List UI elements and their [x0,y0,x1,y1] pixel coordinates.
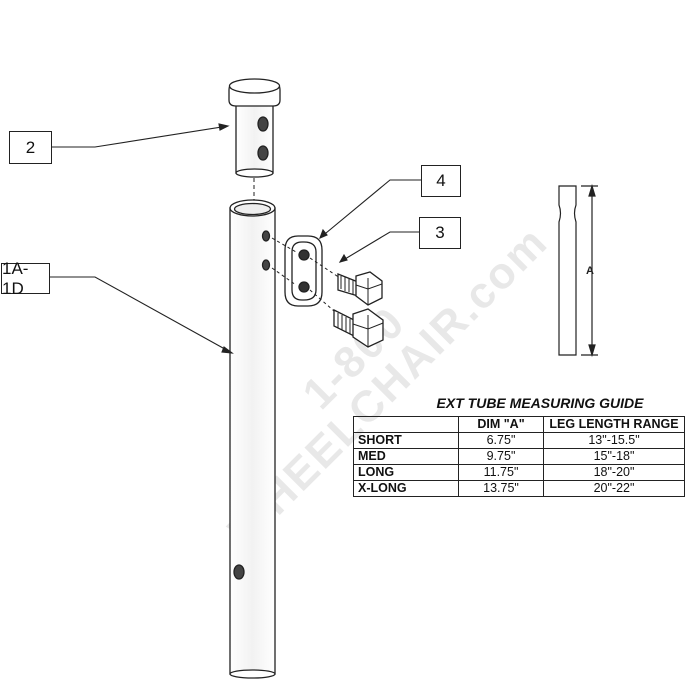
row-size: X-LONG [353,480,459,497]
row-size: LONG [353,464,459,481]
callout-pin: 2 [9,131,52,164]
row-range: 20"-22" [543,480,685,497]
table-header-row: DIM "A" LEG LENGTH RANGE [353,416,685,433]
callout-bracket: 4 [421,165,461,197]
row-size: SHORT [353,432,459,449]
row-range: 18"-20" [543,464,685,481]
header-blank [353,416,459,433]
bolt-upper [337,271,383,306]
row-dim: 6.75" [458,432,544,449]
bracket-plate [284,235,323,307]
table-row: SHORT 6.75" 13"-15.5" [353,432,685,449]
callout-tube: 1A-1D [1,259,50,298]
header-range: LEG LENGTH RANGE [543,416,685,433]
guide-title: EXT TUBE MEASURING GUIDE [436,395,644,411]
row-dim: 13.75" [458,480,544,497]
row-dim: 11.75" [458,464,544,481]
table-row: MED 9.75" 15"-18" [353,448,685,465]
bolt-lower [333,308,384,348]
measuring-guide-table: DIM "A" LEG LENGTH RANGE SHORT 6.75" 13"… [353,416,685,497]
extension-tube [229,199,276,679]
row-size: MED [353,448,459,465]
row-range: 15"-18" [543,448,685,465]
dimension-label: A [586,265,594,277]
table-row: X-LONG 13.75" 20"-22" [353,480,685,497]
pin-part [228,78,281,178]
table-row: LONG 11.75" 18"-20" [353,464,685,481]
row-range: 13"-15.5" [543,432,685,449]
leader-lines [50,123,422,354]
callout-bolt: 3 [419,217,461,249]
dimension-detail [558,183,598,358]
header-dim: DIM "A" [458,416,544,433]
row-dim: 9.75" [458,448,544,465]
